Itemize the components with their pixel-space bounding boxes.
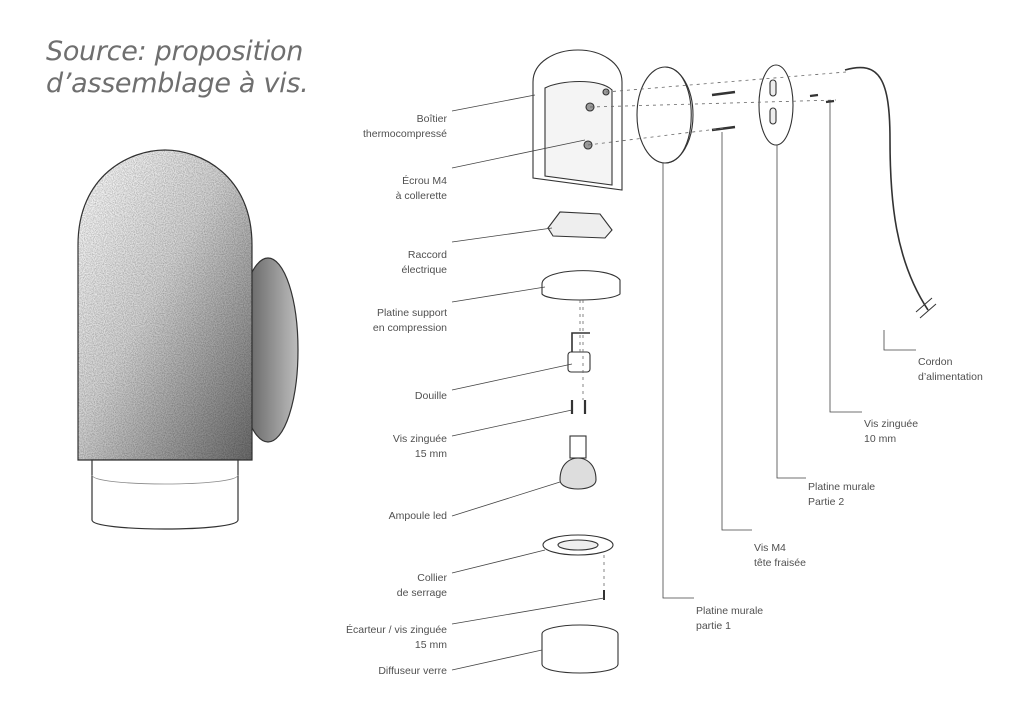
label-line: 15 mm <box>414 639 447 651</box>
screws-15mm <box>570 400 587 414</box>
label-line: Collier <box>417 572 447 584</box>
power-cord <box>844 66 929 311</box>
label-line: Ampoule led <box>388 510 447 522</box>
leader-raccord <box>451 227 553 243</box>
label-vis10: Vis zinguée 10 mm <box>864 417 918 447</box>
diffuser-rim <box>91 474 239 485</box>
socket <box>567 351 591 373</box>
shell-inner <box>544 81 613 186</box>
label-line: Vis zinguée <box>392 433 447 445</box>
label-line: partie 1 <box>696 620 732 632</box>
label-ampoule: Ampoule led <box>389 509 447 524</box>
leader-vism4 <box>721 132 752 531</box>
label-line: Platine murale <box>808 481 876 493</box>
wall-plate-2-slot-2 <box>769 107 777 125</box>
label-line: 15 mm <box>414 448 447 460</box>
bulb-base <box>569 435 587 459</box>
support-plate <box>541 270 621 301</box>
label-boitier: Boîtier thermocompressé <box>363 112 447 142</box>
label-line: Écarteur / vis zinguée <box>346 624 447 636</box>
led-bulb <box>559 457 597 490</box>
label-line: Écrou M4 <box>402 175 447 187</box>
label-line: Vis M4 <box>754 542 786 554</box>
label-platine1: Platine murale partie 1 <box>696 604 763 634</box>
label-collier: Collier de serrage <box>397 571 447 601</box>
assembly-axes <box>579 71 847 590</box>
label-platine2: Platine murale Partie 2 <box>808 480 875 510</box>
leader-ecrou <box>451 139 586 169</box>
label-line: en compression <box>372 322 447 334</box>
label-line: thermocompressé <box>362 128 447 140</box>
axis-3 <box>587 127 726 146</box>
label-line: électrique <box>401 264 447 276</box>
wall-plate-1-edge <box>664 66 692 164</box>
diffuser-glass <box>91 459 239 530</box>
page-title: Source: proposition d’assemblage à vis. <box>46 36 309 100</box>
leader-platine1 <box>662 163 694 599</box>
glass-diffuser-wall <box>541 634 619 674</box>
axis-2 <box>589 99 837 108</box>
leader-lines <box>451 94 916 671</box>
label-line: à collerette <box>395 190 447 202</box>
leader-ecarteur <box>451 597 605 625</box>
leader-boitier <box>451 94 536 112</box>
label-line: de serrage <box>396 587 447 599</box>
label-vism4: Vis M4 tête fraisée <box>754 541 806 571</box>
label-cordon: Cordon d’alimentation <box>918 355 983 385</box>
collar-hole <box>557 539 599 551</box>
socket-wire <box>571 332 590 352</box>
leader-diffuseur <box>451 649 543 671</box>
cord-cut <box>915 297 937 319</box>
label-platine-support: Platine support en compression <box>373 306 447 336</box>
label-ecarteur: Écarteur / vis zinguée 15 mm <box>346 623 447 653</box>
label-line: Diffuseur verre <box>378 665 447 677</box>
exploded-parts <box>532 49 937 674</box>
label-raccord: Raccord électrique <box>401 248 447 278</box>
label-line: Boîtier <box>416 113 447 125</box>
label-line: Cordon <box>918 356 953 368</box>
m4-screws <box>711 90 736 132</box>
label-line: Partie 2 <box>808 496 845 508</box>
label-ecrou: Écrou M4 à collerette <box>396 174 447 204</box>
label-douille: Douille <box>415 389 447 404</box>
label-line: Raccord <box>407 249 447 261</box>
label-line: 10 mm <box>864 433 897 445</box>
leader-platine-support <box>451 286 546 303</box>
leader-platine2 <box>776 145 806 479</box>
electrical-connector <box>547 211 613 239</box>
label-line: Douille <box>414 390 447 402</box>
label-diffuseur: Diffuseur verre <box>378 664 447 679</box>
leader-vis15 <box>451 409 573 437</box>
label-line: d’alimentation <box>918 371 983 383</box>
title-line-2: d’assemblage à vis. <box>46 68 309 99</box>
leader-douille <box>451 363 573 391</box>
axis-4 <box>579 300 584 400</box>
screws-10mm <box>809 93 835 104</box>
axis-1 <box>605 71 847 93</box>
leader-vis10 <box>829 102 862 413</box>
label-line: Platine murale <box>696 605 764 617</box>
label-line: Platine support <box>376 307 447 319</box>
label-line: Vis zinguée <box>864 418 919 430</box>
label-vis15: Vis zinguée 15 mm <box>393 432 447 462</box>
title-line-1: Source: proposition <box>46 36 304 67</box>
leader-ampoule <box>451 481 561 517</box>
leader-collier <box>451 549 546 574</box>
assembled-lamp <box>77 149 299 530</box>
wall-plate-2 <box>758 64 794 146</box>
label-line: tête fraisée <box>754 557 806 569</box>
lamp-body-texture <box>78 150 252 460</box>
leader-cordon <box>883 330 916 351</box>
wall-plate-2-slot <box>769 79 777 97</box>
